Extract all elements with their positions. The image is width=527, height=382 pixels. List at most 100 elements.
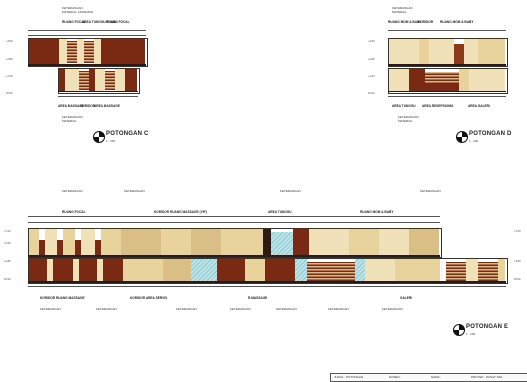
- wall-panel: [265, 259, 295, 281]
- level-mark: +2.80: [6, 58, 13, 61]
- wall-panel: [429, 39, 454, 64]
- title-block-label: JUDUL : POTONGAN: [334, 375, 364, 379]
- area-label: AREA RESEPSIONIS: [422, 104, 454, 108]
- room-label: AREA TUNGGU: [268, 210, 292, 214]
- level-mark: +2.80: [4, 260, 11, 263]
- room-label: RUANG MOM & BABY: [440, 20, 474, 24]
- wall-panel: [39, 240, 45, 255]
- wall-panel: [425, 84, 459, 91]
- wall-panel: [123, 259, 163, 281]
- wall-panel: [45, 229, 57, 255]
- section-d: KETERANGAN MATERIAL RUANG MOM & BABY KOR…: [360, 0, 527, 150]
- level-mark: +3.50: [6, 40, 13, 43]
- wall-panel: [47, 259, 53, 281]
- wall-panel: [409, 69, 425, 91]
- wall-panel: [161, 229, 191, 255]
- wall-panel: [389, 39, 419, 64]
- section-marker-icon: [93, 131, 105, 143]
- note: KETERANGAN: [62, 189, 83, 193]
- level-mark: +1.20: [368, 75, 375, 78]
- room-label: AREA TUNGGU FOCAL: [82, 20, 118, 24]
- section-title: POTONGAN D: [469, 131, 512, 137]
- wall-panel: [97, 259, 103, 281]
- area-label: GALERI: [400, 296, 413, 300]
- room-label: RUANG MOM & BABY: [360, 210, 394, 214]
- wall-panel: [81, 229, 95, 255]
- level-mark: +7.00: [514, 230, 521, 233]
- level-mark: ±0.00: [514, 278, 521, 281]
- floor-slab: [28, 255, 440, 257]
- level-mark: +2.80: [368, 58, 375, 61]
- section-scale: 1 : 200: [466, 332, 476, 336]
- level-mark: +3.50: [514, 260, 521, 263]
- level-mark: +7.00: [4, 230, 11, 233]
- display-shelf: [425, 72, 459, 84]
- level-mark: ±0.00: [6, 92, 13, 95]
- wall-panel: [29, 229, 39, 255]
- area-label: AREA MASSAGE: [58, 104, 84, 108]
- wall-panel: [59, 39, 67, 64]
- wall-panel: [95, 240, 101, 255]
- dimension-line: [28, 216, 440, 220]
- wall-panel: [349, 229, 379, 255]
- wall-panel: [478, 39, 505, 64]
- glass-partition: [191, 259, 217, 281]
- area-label: AREA MASSAGE: [94, 104, 120, 108]
- room-label: RUANG MOM & BABY: [388, 20, 422, 24]
- note: MATERIAL: [392, 10, 407, 14]
- floor-slab: [388, 91, 506, 93]
- wall-panel: [409, 229, 439, 255]
- area-label: KORIDOR AREA SERVIS: [130, 296, 168, 300]
- elevation-lower: [388, 68, 508, 94]
- display-shelf: [84, 41, 94, 63]
- note: KETERANGAN: [96, 307, 117, 311]
- level-mark: ±0.00: [4, 278, 11, 281]
- level-mark: +3.50: [4, 242, 11, 245]
- area-label: AREA TUNGGU: [392, 104, 416, 108]
- note: MATERIAL: [398, 119, 413, 123]
- wall-panel: [163, 259, 191, 281]
- area-label: KORIDOR RUANG MASSAGE: [40, 296, 85, 300]
- wall-panel: [57, 240, 63, 255]
- wall-panel: [191, 229, 221, 255]
- elevation-upper: [388, 38, 508, 67]
- elevation-upper: [28, 228, 442, 258]
- wall-panel: [365, 259, 395, 281]
- wall-panel: [63, 229, 75, 255]
- title-block-field: NAMA :: [431, 375, 442, 379]
- wall-panel: [29, 259, 47, 281]
- wall-panel: [221, 229, 263, 255]
- dimension-line: [28, 222, 440, 226]
- floor-slab: [28, 281, 506, 283]
- lift-shaft: [263, 229, 271, 255]
- wall-panel: [101, 229, 121, 255]
- wall-panel: [379, 229, 409, 255]
- display-shelf: [79, 71, 89, 90]
- wall-panel: [121, 229, 161, 255]
- floor-slab: [388, 64, 506, 66]
- dimension-line: [28, 286, 506, 290]
- elevation-lower: [28, 258, 508, 284]
- level-mark: +3.50: [368, 40, 375, 43]
- room-label: KORIDOR: [418, 20, 434, 24]
- display-shelf: [446, 262, 466, 281]
- note: KETERANGAN: [392, 6, 413, 10]
- wall-panel: [89, 69, 95, 91]
- note: KETERANGAN: [176, 307, 197, 311]
- wall-panel: [464, 39, 478, 64]
- section-c: KETERANGAN MATERIAL FINISHING RUANG FOCA…: [0, 0, 200, 150]
- elevation-upper: [28, 38, 148, 67]
- wall-panel: [245, 259, 265, 281]
- room-label: RUANG FOCAL: [62, 20, 86, 24]
- note: MATERIAL: [62, 119, 77, 123]
- note: KETERANGAN: [420, 189, 441, 193]
- area-label: KORIDOR: [80, 104, 96, 108]
- note: KETERANGAN: [280, 189, 301, 193]
- note: KETERANGAN: [62, 6, 83, 10]
- note: KETERANGAN: [230, 307, 251, 311]
- wall-panel: [59, 69, 65, 91]
- floor-slab: [58, 91, 138, 93]
- wall-panel: [101, 39, 145, 64]
- dimension-line: [58, 96, 138, 100]
- section-scale: 1 : 200: [106, 139, 116, 143]
